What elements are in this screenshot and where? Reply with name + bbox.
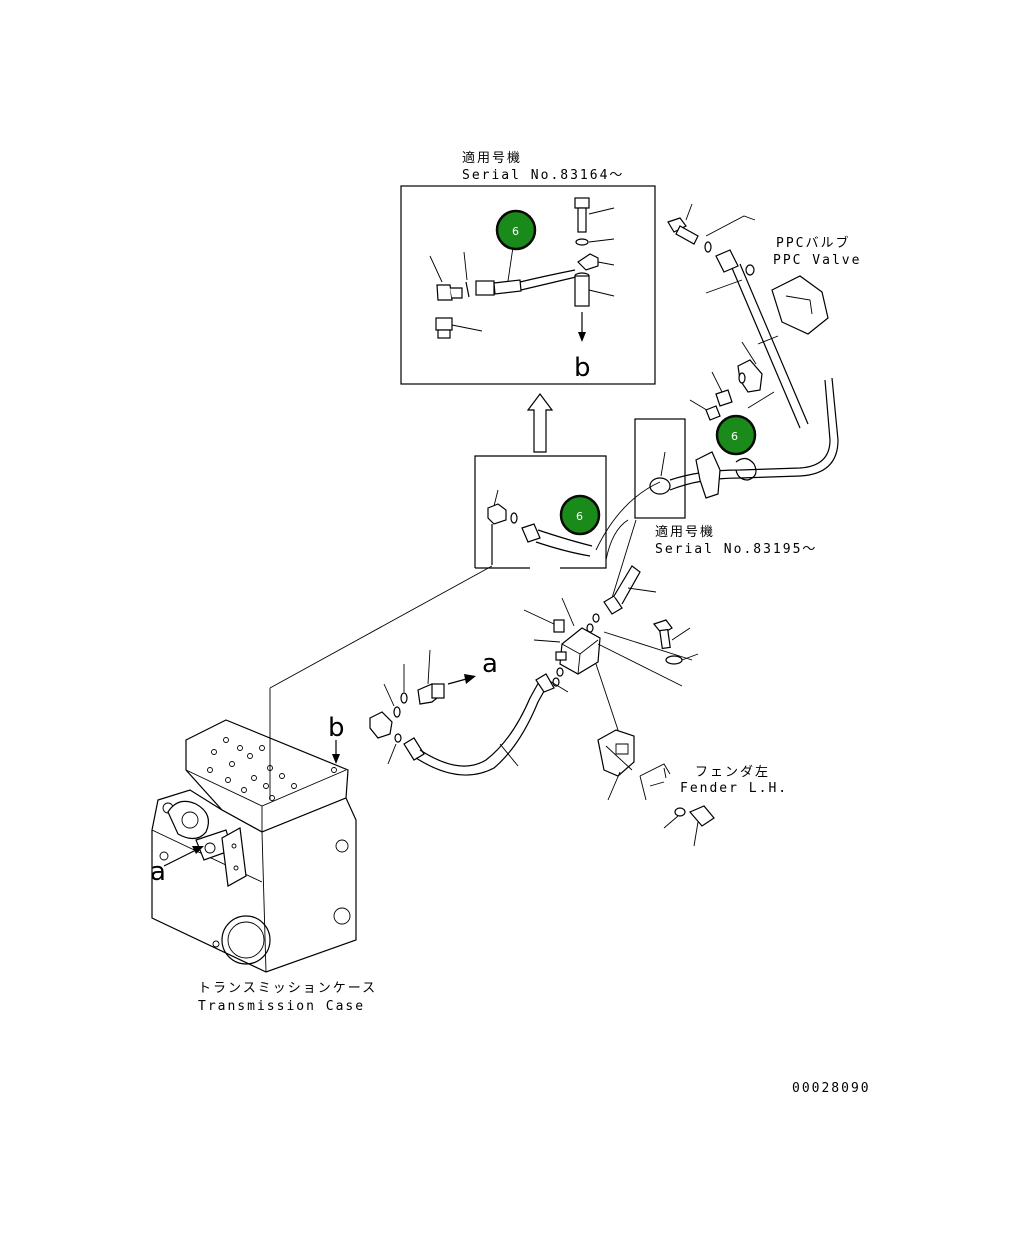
spacer-inset [574, 272, 615, 307]
distribution-block [559, 627, 601, 675]
up-arrow-icon [526, 393, 554, 453]
arrow-a-label: a [482, 649, 498, 679]
inset-mid-jp-label: 適用号機 [655, 524, 715, 540]
drawing-number: 00028090 [792, 1081, 871, 1096]
transmission-jp-label: トランスミッションケース [198, 981, 377, 996]
inset-top-serial-label: Serial No.83164〜 [462, 168, 624, 183]
inset-box-right: 適用号機 Serial No.83195〜 [634, 377, 839, 557]
inset-box-top: 適用号機 Serial No.83164〜 [400, 150, 656, 385]
inset-b-label: b [574, 353, 591, 383]
ppc-valve-body [771, 275, 829, 335]
transmission-en-label: Transmission Case [198, 999, 365, 1014]
callout-badge-mid[interactable]: 6 [559, 494, 601, 536]
fender-en-label: Fender L.H. [680, 781, 788, 796]
transmission-case: b a [150, 565, 493, 973]
washer-inset [575, 238, 589, 246]
svg-text:6: 6 [512, 225, 519, 238]
fender-jp-label: フェンダ左 [695, 765, 770, 780]
case-a-label: a [150, 857, 166, 887]
ppc-jp-label: PPCバルブ [776, 235, 850, 251]
left-hose-group: a [369, 649, 555, 776]
hose-ppc [705, 249, 809, 429]
bolt-ppc [667, 203, 699, 245]
svg-text:6: 6 [576, 510, 583, 523]
elbow-fitting [429, 255, 463, 301]
fender-bolt [689, 805, 715, 827]
svg-text:6: 6 [731, 430, 738, 443]
case-b-label: b [328, 713, 345, 743]
bolt-inset [574, 197, 615, 233]
ppc-valve-group: PPCバルブ PPC Valve [667, 203, 861, 499]
hose-clamp [649, 477, 671, 495]
inset-box-left [474, 455, 607, 569]
fender-washer [674, 807, 686, 817]
callout-badge-top[interactable]: 6 [495, 209, 537, 251]
ppc-en-label: PPC Valve [773, 253, 861, 268]
callout-badge-right[interactable]: 6 [715, 414, 757, 456]
hose-inset-top [475, 246, 577, 296]
clip-inset [577, 253, 615, 271]
nut-fitting [435, 317, 483, 339]
inset-mid-serial-label: Serial No.83195〜 [655, 542, 817, 557]
inset-top-jp-label: 適用号機 [462, 150, 522, 166]
central-block-group [523, 481, 699, 801]
